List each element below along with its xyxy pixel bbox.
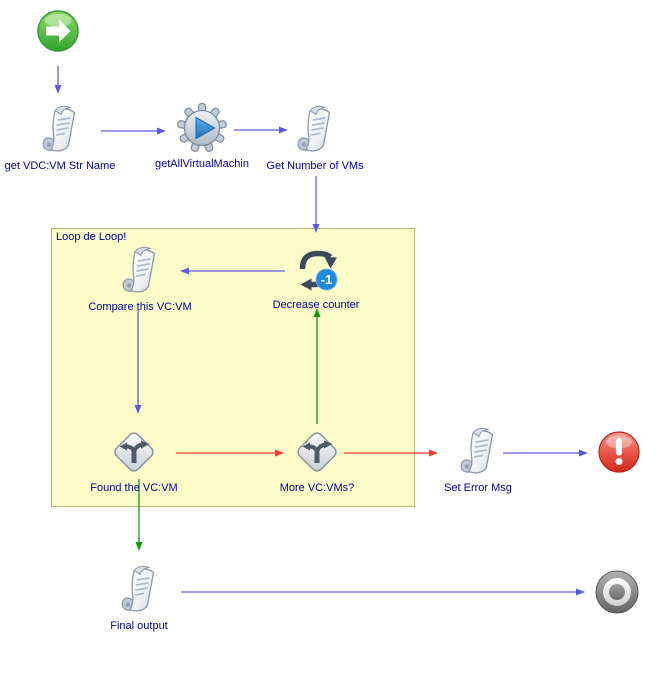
node-label: Set Error Msg	[444, 482, 512, 494]
action-gear-icon	[176, 102, 228, 154]
start-icon	[37, 10, 80, 53]
arrowhead	[135, 542, 143, 551]
node-label: Found the VC:VM	[90, 482, 178, 494]
node-label: Final output	[110, 620, 168, 632]
scriptable-task-icon	[456, 426, 500, 478]
node-label: More VC:VMs?	[279, 482, 355, 494]
decision-icon	[293, 428, 341, 476]
scriptable-task-icon	[117, 564, 161, 616]
arrowhead	[576, 588, 585, 596]
arrowhead	[157, 127, 166, 135]
svg-text:-1: -1	[321, 272, 333, 287]
node-label: Compare this VC:VM	[88, 301, 192, 313]
decision-icon	[110, 428, 158, 476]
node-label: Decrease counter	[272, 299, 360, 311]
scriptable-task-icon	[293, 104, 337, 156]
connection-get-vdc-vm-str-name-to-get-all-virtual-machin[interactable]	[101, 127, 166, 135]
arrowhead	[279, 126, 288, 134]
node-label: Get Number of VMs	[266, 160, 364, 172]
connection-get-all-virtual-machin-to-get-number-of-vms[interactable]	[234, 126, 288, 134]
connection-set-error-msg-to-error-end[interactable]	[503, 449, 588, 457]
arrowhead	[579, 449, 588, 457]
loop-group-box[interactable]: Loop de Loop!	[51, 228, 415, 507]
connection-final-output-to-end[interactable]	[181, 588, 585, 596]
node-label: get VDC:VM Str Name	[4, 160, 116, 172]
scriptable-task-icon	[118, 245, 162, 297]
loop-group-label: Loop de Loop!	[56, 231, 127, 243]
node-label: getAllVirtualMachin	[155, 158, 249, 170]
scriptable-task-icon	[38, 104, 82, 156]
connection-get-number-of-vms-to-loop-group[interactable]	[312, 176, 320, 233]
arrowhead	[54, 85, 62, 94]
end-icon	[595, 570, 640, 615]
arrowhead	[429, 449, 438, 457]
error-icon	[598, 431, 641, 474]
connection-start-to-get-vdc-vm-str-name[interactable]	[54, 66, 62, 94]
decrease-counter-icon: -1	[293, 246, 339, 292]
